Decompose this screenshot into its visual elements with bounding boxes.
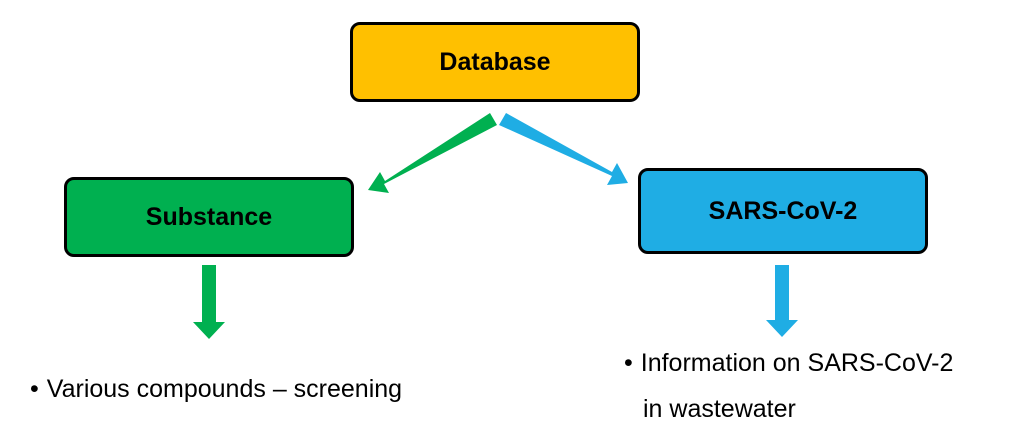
bullet: • [30,375,39,403]
sars-note-line1: Information on SARS-CoV-2 [640,349,954,377]
substance-note: •Various compounds – screening [30,366,402,412]
arrow-substance-down [193,265,225,339]
database-box: Database [350,22,640,102]
substance-box: Substance [64,177,354,257]
arrow-database-to-sars [499,113,628,185]
sars-note: •Information on SARS-CoV-2 in wastewater [624,340,953,432]
sars-cov-2-label: SARS-CoV-2 [708,196,858,225]
arrow-database-to-substance [368,113,497,193]
sars-cov-2-box: SARS-CoV-2 [638,168,928,254]
database-label: Database [439,47,551,76]
arrow-sars-down [766,265,798,337]
substance-label: Substance [145,202,273,231]
bullet: • [624,349,633,377]
sars-note-line2: in wastewater [643,395,796,423]
substance-note-text: Various compounds – screening [46,375,403,403]
